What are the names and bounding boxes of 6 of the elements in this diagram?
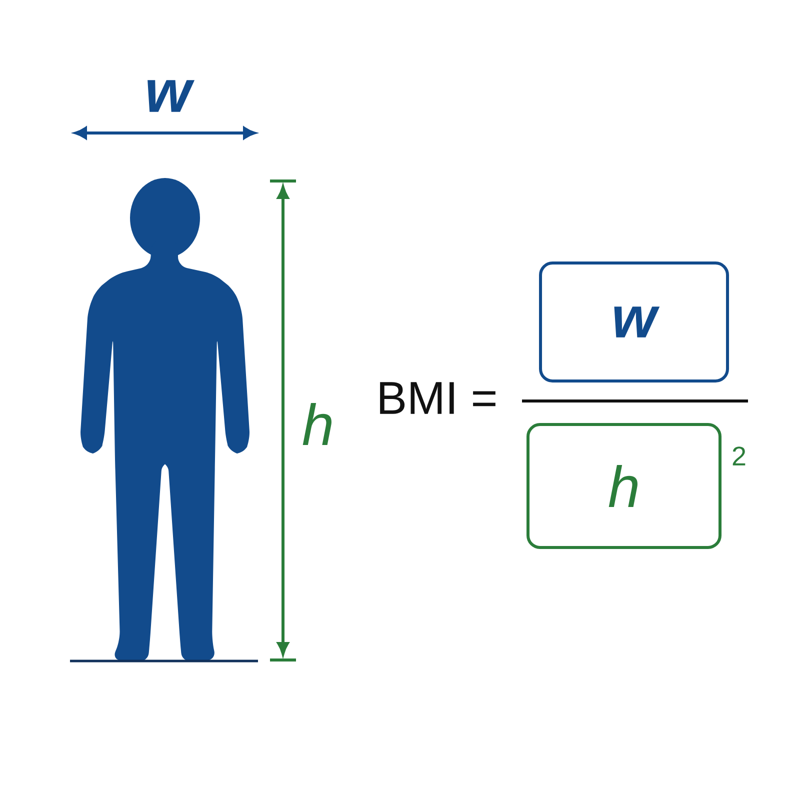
variable-box: h xyxy=(526,423,722,549)
variable-box: w xyxy=(539,262,729,382)
formula-text: BMI = xyxy=(380,382,496,414)
dimension-label: h xyxy=(302,402,332,446)
exponent: 2 xyxy=(732,446,746,466)
dimension-label: w xyxy=(148,80,195,112)
